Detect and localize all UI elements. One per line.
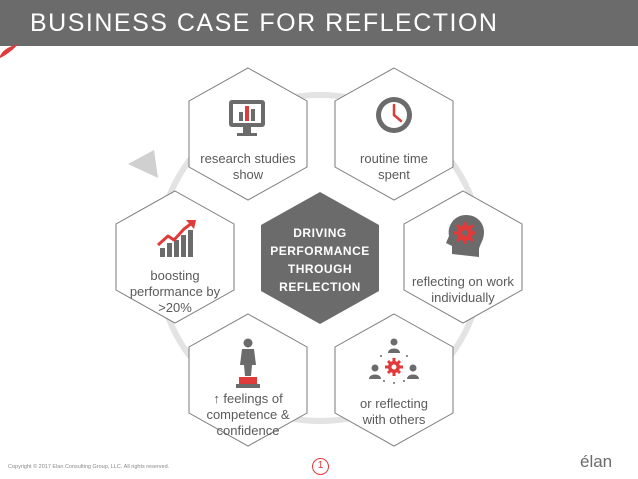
red-accent-shape bbox=[0, 44, 18, 58]
hex-label-individual: reflecting on work individually bbox=[404, 274, 522, 306]
elan-logo: élan bbox=[580, 452, 613, 471]
group-gear-icon bbox=[369, 338, 419, 384]
cycle-arrow-icon bbox=[128, 150, 158, 178]
label-line: >20% bbox=[158, 300, 192, 315]
hex-label-boosting: boosting performance by >20% bbox=[116, 268, 234, 316]
hex-others bbox=[334, 313, 454, 447]
hex-label-routine: routine time spent bbox=[335, 151, 453, 183]
label-line: research studies bbox=[200, 151, 296, 166]
label-line: or reflecting bbox=[360, 396, 428, 411]
center-label: DRIVING PERFORMANCE THROUGH REFLECTION bbox=[261, 224, 379, 296]
hex-label-competence: ↑ feelings of competence & confidence bbox=[189, 391, 307, 439]
page-number-badge: 1 bbox=[312, 458, 329, 475]
label-line: spent bbox=[378, 167, 410, 182]
header-bar: BUSINESS CASE FOR REFLECTION bbox=[0, 0, 638, 46]
head-gear-icon bbox=[446, 215, 484, 257]
hex-individual bbox=[403, 190, 523, 324]
center-line: THROUGH bbox=[287, 262, 353, 276]
label-line: reflecting on work bbox=[412, 274, 514, 289]
label-line: show bbox=[232, 167, 264, 182]
hex-center bbox=[261, 192, 379, 324]
person-podium-icon bbox=[236, 338, 260, 388]
copyright-text: Copyright © 2017 Elan Consulting Group, … bbox=[8, 464, 170, 470]
rising-bar-chart-icon bbox=[156, 220, 196, 257]
hex-label-research: research studies show bbox=[189, 151, 307, 183]
label-line: boosting bbox=[150, 268, 200, 283]
page-number: 1 bbox=[317, 460, 324, 471]
label-line: routine time bbox=[360, 151, 428, 166]
center-line: REFLECTION bbox=[279, 280, 361, 294]
center-line: DRIVING bbox=[293, 226, 347, 240]
label-line: with others bbox=[362, 412, 426, 427]
center-line: PERFORMANCE bbox=[270, 244, 370, 258]
label-line: ↑ feelings of bbox=[213, 391, 283, 406]
monitor-chart-icon bbox=[229, 100, 265, 136]
label-line: performance by bbox=[129, 284, 221, 299]
label-line: individually bbox=[431, 290, 495, 305]
hex-label-others: or reflecting with others bbox=[335, 396, 453, 428]
label-line: confidence bbox=[216, 423, 280, 438]
label-line: competence & bbox=[206, 407, 290, 422]
clock-icon bbox=[376, 97, 412, 133]
page-title: BUSINESS CASE FOR REFLECTION bbox=[30, 9, 499, 37]
hex-routine bbox=[334, 67, 454, 201]
